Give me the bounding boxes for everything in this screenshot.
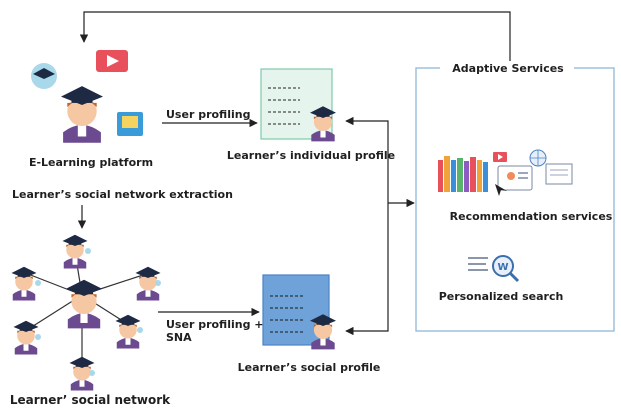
adaptive-services-title: Adaptive Services bbox=[452, 62, 564, 75]
extraction-label: Learner’s social network extraction bbox=[12, 188, 233, 201]
adaptive-services-border bbox=[415, 67, 615, 332]
feedback-arrow bbox=[79, 11, 511, 61]
elearning-platform-icon bbox=[31, 50, 143, 143]
network-node-lower-left bbox=[13, 320, 39, 355]
individual-profile-card bbox=[260, 68, 336, 142]
elearning-platform-label: E-Learning platform bbox=[29, 156, 153, 169]
search-icon: W bbox=[468, 255, 520, 283]
individual-profile-label: Learner’s individual profile bbox=[227, 149, 395, 162]
social-network-graph bbox=[11, 234, 161, 391]
svg-text:W: W bbox=[497, 262, 508, 273]
network-node-lower-right bbox=[115, 314, 141, 349]
user-profiling-label: User profiling bbox=[166, 108, 250, 121]
social-profile-card bbox=[262, 274, 336, 350]
recommendation-services-label: Recommendation services bbox=[450, 210, 613, 223]
adaptive-title-bg bbox=[440, 61, 574, 75]
profiles-bracket-arrow bbox=[345, 116, 389, 336]
sna-label-line1: User profiling + bbox=[166, 318, 264, 331]
social-network-label: Learner’ social network bbox=[10, 393, 171, 407]
adaptive-services-box: Adaptive Services Recommendation service bbox=[415, 61, 615, 332]
elearning-learner-avatar bbox=[61, 86, 103, 143]
network-node-top bbox=[62, 234, 88, 269]
network-node-left bbox=[11, 266, 37, 301]
sna-label-line2: SNA bbox=[166, 331, 192, 344]
social-profile-label: Learner’s social profile bbox=[238, 361, 381, 374]
personalized-search-label: Personalized search bbox=[439, 290, 564, 303]
recommendation-icon bbox=[438, 149, 573, 196]
